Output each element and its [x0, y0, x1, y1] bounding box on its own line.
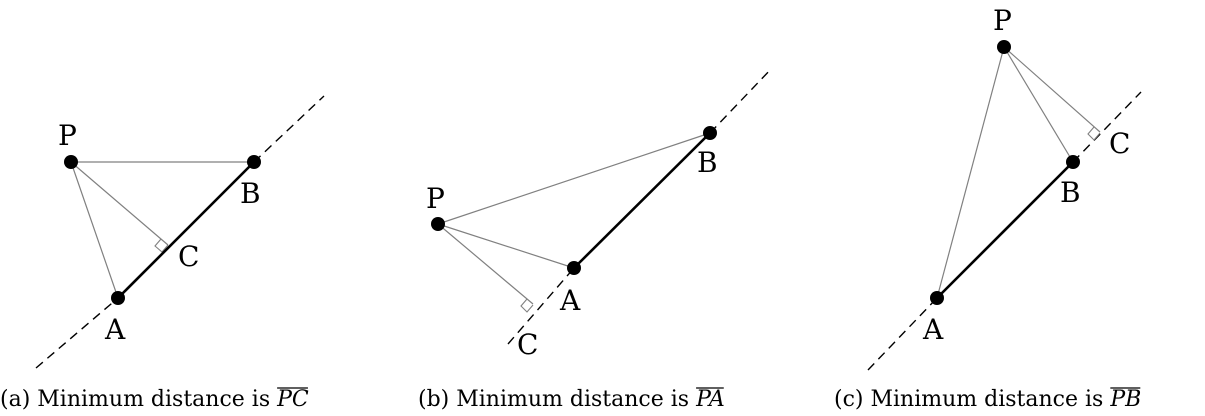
panel-b-label-a: A: [559, 284, 581, 317]
panel-c-line-p-b: [1003, 46, 1074, 163]
panel-b-point-p: [431, 217, 445, 231]
panel-c-caption: (c) Minimum distance is PB: [834, 387, 1141, 412]
panel-b-label-c: C: [517, 328, 538, 361]
panel-b: P B A C (b) Minimum distance is PA: [418, 67, 773, 412]
panel-b-point-b: [703, 126, 717, 140]
panel-a: P B C A (a) Minimum distance is PC: [0, 95, 325, 412]
panel-a-dashed-line-upper: [253, 95, 325, 163]
panel-a-label-a: A: [104, 313, 126, 346]
panel-a-dashed-line-lower: [35, 297, 119, 369]
panel-a-label-c: C: [178, 240, 199, 273]
panel-a-label-b: B: [240, 177, 261, 210]
panel-c-label-c: C: [1109, 127, 1130, 160]
panel-a-label-p: P: [58, 119, 77, 152]
panel-c-caption-prefix: (c) Minimum distance is: [834, 387, 1110, 412]
panel-a-line-p-c: [70, 161, 169, 246]
panel-c-right-angle-mark: [1087, 126, 1101, 141]
panel-b-dashed-line-upper: [709, 67, 773, 134]
panel-a-caption-symbol: PC: [276, 387, 309, 412]
panel-c-line-p-c: [1003, 46, 1101, 133]
panel-b-label-b: B: [697, 146, 718, 179]
panel-b-line-p-c: [437, 223, 534, 305]
panel-c-point-a: [930, 291, 944, 305]
panel-c-dashed-line-lower: [867, 297, 938, 371]
panel-b-label-p: P: [426, 182, 445, 215]
panel-c-line-p-a: [936, 46, 1005, 299]
panel-c-label-b: B: [1060, 176, 1081, 209]
panel-c-point-b: [1066, 155, 1080, 169]
panel-c-point-p: [997, 40, 1011, 54]
panel-b-right-angle-mark: [520, 298, 534, 313]
panel-c-label-p: P: [993, 4, 1012, 37]
panel-a-right-angle-mark: [154, 238, 169, 253]
panel-b-caption: (b) Minimum distance is PA: [418, 387, 725, 412]
panel-b-caption-symbol: PA: [695, 387, 725, 412]
panel-c-caption-symbol: PB: [1109, 387, 1141, 412]
panel-c: P C B A (c) Minimum distance is PB: [834, 4, 1142, 412]
panel-c-segment-a-b: [936, 161, 1074, 299]
panel-b-dashed-line-lower: [507, 267, 575, 345]
panel-c-label-a: A: [922, 313, 944, 346]
panel-b-line-p-b: [437, 132, 711, 225]
panel-a-line-p-a: [70, 161, 119, 299]
panel-a-point-b: [247, 155, 261, 169]
panel-a-point-a: [111, 291, 125, 305]
panel-c-dashed-line-upper: [1072, 91, 1142, 163]
panel-b-caption-prefix: (b) Minimum distance is: [418, 387, 696, 412]
panel-a-caption-prefix: (a) Minimum distance is: [0, 387, 277, 412]
panel-b-point-a: [567, 261, 581, 275]
panel-b-line-p-a: [437, 223, 575, 269]
panel-a-caption: (a) Minimum distance is PC: [0, 387, 309, 412]
panel-a-point-p: [64, 155, 78, 169]
panel-b-segment-a-b: [573, 132, 711, 269]
panel-a-segment-a-b: [117, 161, 255, 299]
